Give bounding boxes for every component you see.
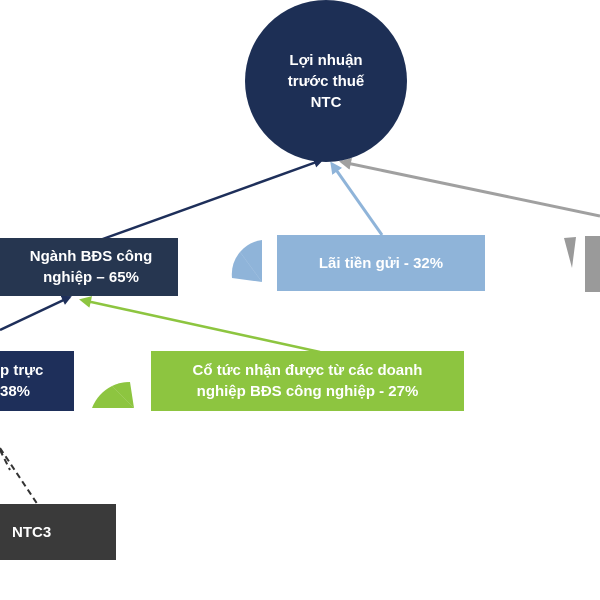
node-deposit-interest-label: Lãi tiền gửi - 32% xyxy=(318,254,444,272)
pie-wedge-blue-lower xyxy=(231,252,262,282)
connector-deposit-to-root xyxy=(330,161,384,236)
node-dividends-label: Cổ tức nhận được từ các doanh nghiệp BĐS… xyxy=(192,362,423,400)
node-direct-partial: p trực 38% xyxy=(0,351,74,411)
root-node-label: Lợi nhuận trước thuế NTC xyxy=(287,51,365,111)
pie-wedge-green xyxy=(92,386,134,408)
root-node-profit-before-tax: Lợi nhuận trước thuế NTC xyxy=(245,0,407,162)
node-ntc3: NTC3 xyxy=(0,504,116,560)
dashed-connector-ntc3-right xyxy=(0,447,39,506)
dashed-connector-ntc3-left xyxy=(0,449,11,471)
pie-wedge-green-2 xyxy=(112,381,134,408)
connector-industrial-to-root xyxy=(99,158,324,242)
node-ntc3-label: NTC3 xyxy=(12,523,52,541)
node-grey-partial xyxy=(585,236,600,292)
connector-dividends-to-industrial xyxy=(79,296,321,354)
node-deposit-interest: Lãi tiền gửi - 32% xyxy=(277,235,485,291)
pie-wedge-grey xyxy=(564,237,576,268)
node-direct-partial-label: p trực 38% xyxy=(0,362,44,400)
node-dividends: Cổ tức nhận được từ các doanh nghiệp BĐS… xyxy=(151,351,464,411)
node-industrial-real-estate: Ngành BĐS công nghiệp – 65% xyxy=(0,238,178,296)
node-industrial-real-estate-label: Ngành BĐS công nghiệp – 65% xyxy=(29,248,153,286)
connector-grey-to-root xyxy=(339,157,600,218)
pie-wedge-blue xyxy=(240,240,262,282)
connector-direct-to-industrial xyxy=(0,295,72,332)
